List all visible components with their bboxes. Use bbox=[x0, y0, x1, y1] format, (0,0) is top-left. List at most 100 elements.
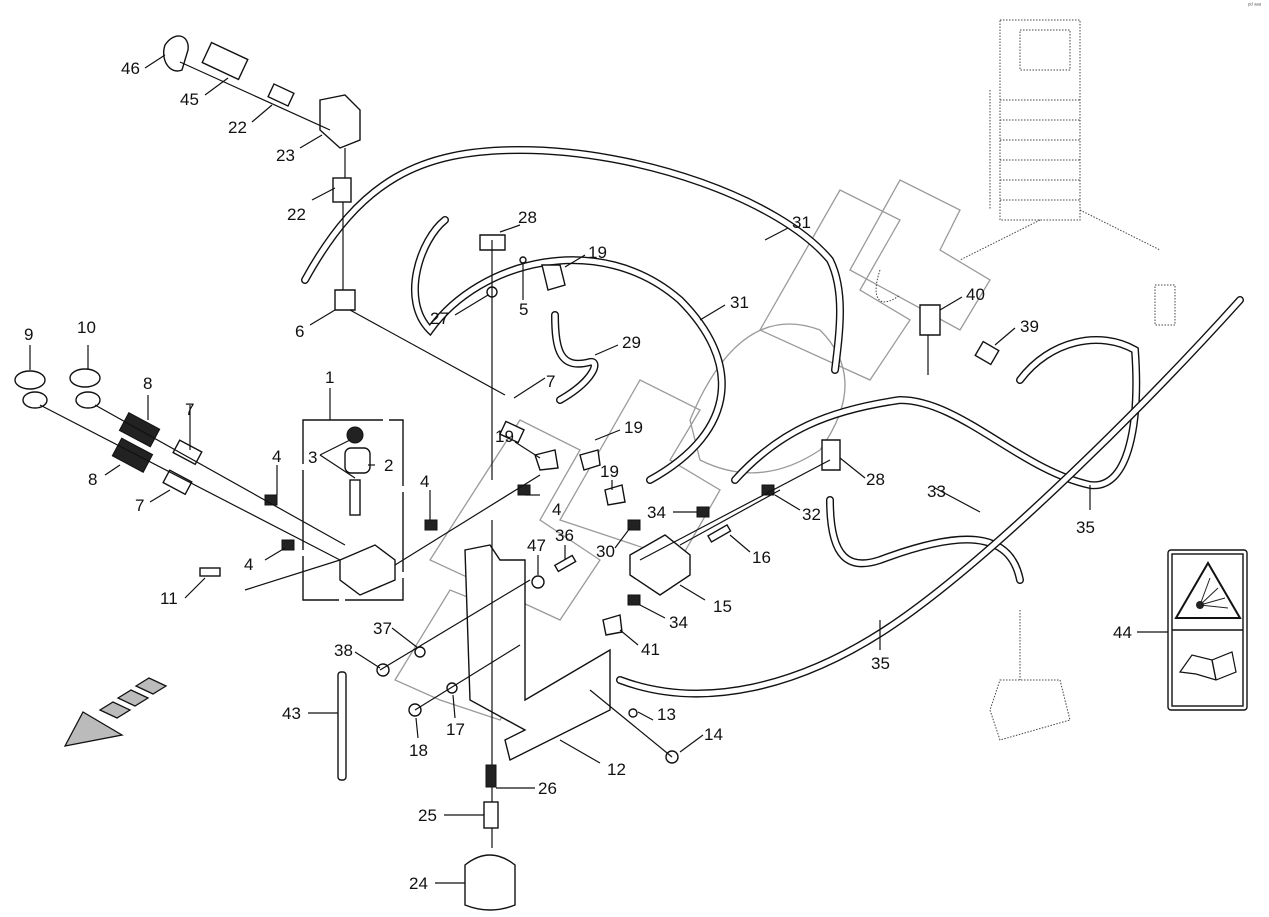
accumulator-24 bbox=[464, 854, 516, 911]
adapter-7c bbox=[162, 469, 193, 496]
callout-39: 39 bbox=[1020, 317, 1039, 336]
callout-7: 7 bbox=[135, 496, 144, 515]
callout-26: 26 bbox=[538, 779, 557, 798]
block-23 bbox=[319, 94, 361, 149]
callout-4: 4 bbox=[244, 555, 253, 574]
callout-5: 5 bbox=[519, 300, 528, 319]
cap-9 bbox=[14, 370, 46, 390]
callout-2: 2 bbox=[384, 456, 393, 475]
washer-37 bbox=[414, 646, 426, 658]
callout-34: 34 bbox=[669, 613, 688, 632]
callout-34: 34 bbox=[647, 503, 666, 522]
callout-46: 46 bbox=[121, 59, 140, 78]
callout-35: 35 bbox=[1076, 518, 1095, 537]
tee-40 bbox=[919, 304, 941, 336]
callout-33: 33 bbox=[927, 482, 946, 501]
direction-arrow-icon bbox=[63, 677, 168, 747]
callout-15: 15 bbox=[713, 597, 732, 616]
callout-1: 1 bbox=[325, 368, 334, 387]
callout-31: 31 bbox=[730, 293, 749, 312]
callout-36: 36 bbox=[555, 526, 574, 545]
coupling-45 bbox=[201, 41, 249, 81]
cap-10 bbox=[69, 368, 101, 388]
adapter-30 bbox=[627, 519, 641, 531]
elbow-19b bbox=[534, 449, 559, 471]
callout-18: 18 bbox=[409, 741, 428, 760]
elbow-19d bbox=[604, 484, 626, 506]
elbow-19a bbox=[541, 264, 566, 291]
bracket-12 bbox=[464, 544, 611, 762]
callout-25: 25 bbox=[418, 806, 437, 825]
callout-8: 8 bbox=[88, 470, 97, 489]
callout-43: 43 bbox=[282, 704, 301, 723]
clamp-10 bbox=[75, 391, 101, 409]
elbow-41 bbox=[602, 614, 623, 636]
callout-19: 19 bbox=[600, 462, 619, 481]
callout-38: 38 bbox=[334, 641, 353, 660]
nut-3 bbox=[346, 426, 364, 444]
adapter-4d bbox=[517, 484, 531, 496]
callout-4: 4 bbox=[552, 500, 561, 519]
callout-8: 8 bbox=[143, 374, 152, 393]
valve-15 bbox=[629, 534, 691, 596]
screw-36 bbox=[553, 554, 577, 573]
cartridge-valve bbox=[349, 479, 361, 516]
callout-13: 13 bbox=[657, 705, 676, 724]
callout-22: 22 bbox=[228, 118, 247, 137]
callout-14: 14 bbox=[704, 725, 723, 744]
callout-44: 44 bbox=[1113, 623, 1132, 642]
callout-45: 45 bbox=[180, 90, 199, 109]
callout-19: 19 bbox=[588, 243, 607, 262]
callout-32: 32 bbox=[802, 505, 821, 524]
fitting-26 bbox=[485, 764, 497, 788]
callout-12: 12 bbox=[607, 760, 626, 779]
callout-40: 40 bbox=[966, 285, 985, 304]
valve-assembly-box bbox=[302, 419, 404, 601]
callout-28: 28 bbox=[518, 208, 537, 227]
callout-4: 4 bbox=[420, 472, 429, 491]
washer-13 bbox=[628, 708, 638, 718]
callout-7: 7 bbox=[546, 372, 555, 391]
callout-16: 16 bbox=[752, 548, 771, 567]
callout-22: 22 bbox=[287, 205, 306, 224]
callout-28: 28 bbox=[866, 470, 885, 489]
callout-3: 3 bbox=[308, 448, 317, 467]
callout-27: 27 bbox=[430, 309, 449, 328]
adapter-7b bbox=[172, 439, 203, 466]
callout-37: 37 bbox=[373, 619, 392, 638]
drawing-code: ᵖᵈ ᵃᵃᵃ bbox=[1248, 3, 1261, 9]
adapter-7a bbox=[499, 420, 525, 444]
decal-44 bbox=[1167, 549, 1248, 711]
dipstick-43 bbox=[337, 671, 347, 781]
callout-9: 9 bbox=[24, 325, 33, 344]
tee-28b bbox=[821, 439, 841, 471]
adapter-34b bbox=[627, 594, 641, 606]
callout-4: 4 bbox=[272, 447, 281, 466]
leader-lines bbox=[29, 54, 1168, 884]
valve-block bbox=[339, 544, 396, 596]
read-manual-icon bbox=[1178, 651, 1237, 681]
callout-41: 41 bbox=[641, 640, 660, 659]
clamp-9 bbox=[22, 391, 48, 409]
callout-24: 24 bbox=[409, 874, 428, 893]
coil-2 bbox=[344, 447, 371, 474]
clip-46 bbox=[163, 35, 189, 72]
callout-47: 47 bbox=[527, 536, 546, 555]
adapter-4c bbox=[424, 519, 438, 531]
callout-31: 31 bbox=[792, 213, 811, 232]
spacer-47 bbox=[531, 575, 545, 589]
elbow-19c bbox=[579, 449, 601, 471]
callout-labels: 46 45 22 23 22 28 19 5 27 6 31 31 29 7 1… bbox=[24, 59, 1132, 893]
parts bbox=[14, 35, 1000, 911]
assembly-lines bbox=[39, 61, 929, 848]
callout-10: 10 bbox=[77, 318, 96, 337]
callout-17: 17 bbox=[446, 720, 465, 739]
adapter-4b bbox=[281, 539, 295, 551]
callout-29: 29 bbox=[622, 333, 641, 352]
callout-35: 35 bbox=[871, 654, 890, 673]
adapter-22a bbox=[267, 83, 295, 107]
callout-6: 6 bbox=[295, 322, 304, 341]
coupler-8b bbox=[111, 437, 154, 473]
hoses bbox=[301, 145, 1244, 698]
screw-16 bbox=[707, 523, 732, 543]
